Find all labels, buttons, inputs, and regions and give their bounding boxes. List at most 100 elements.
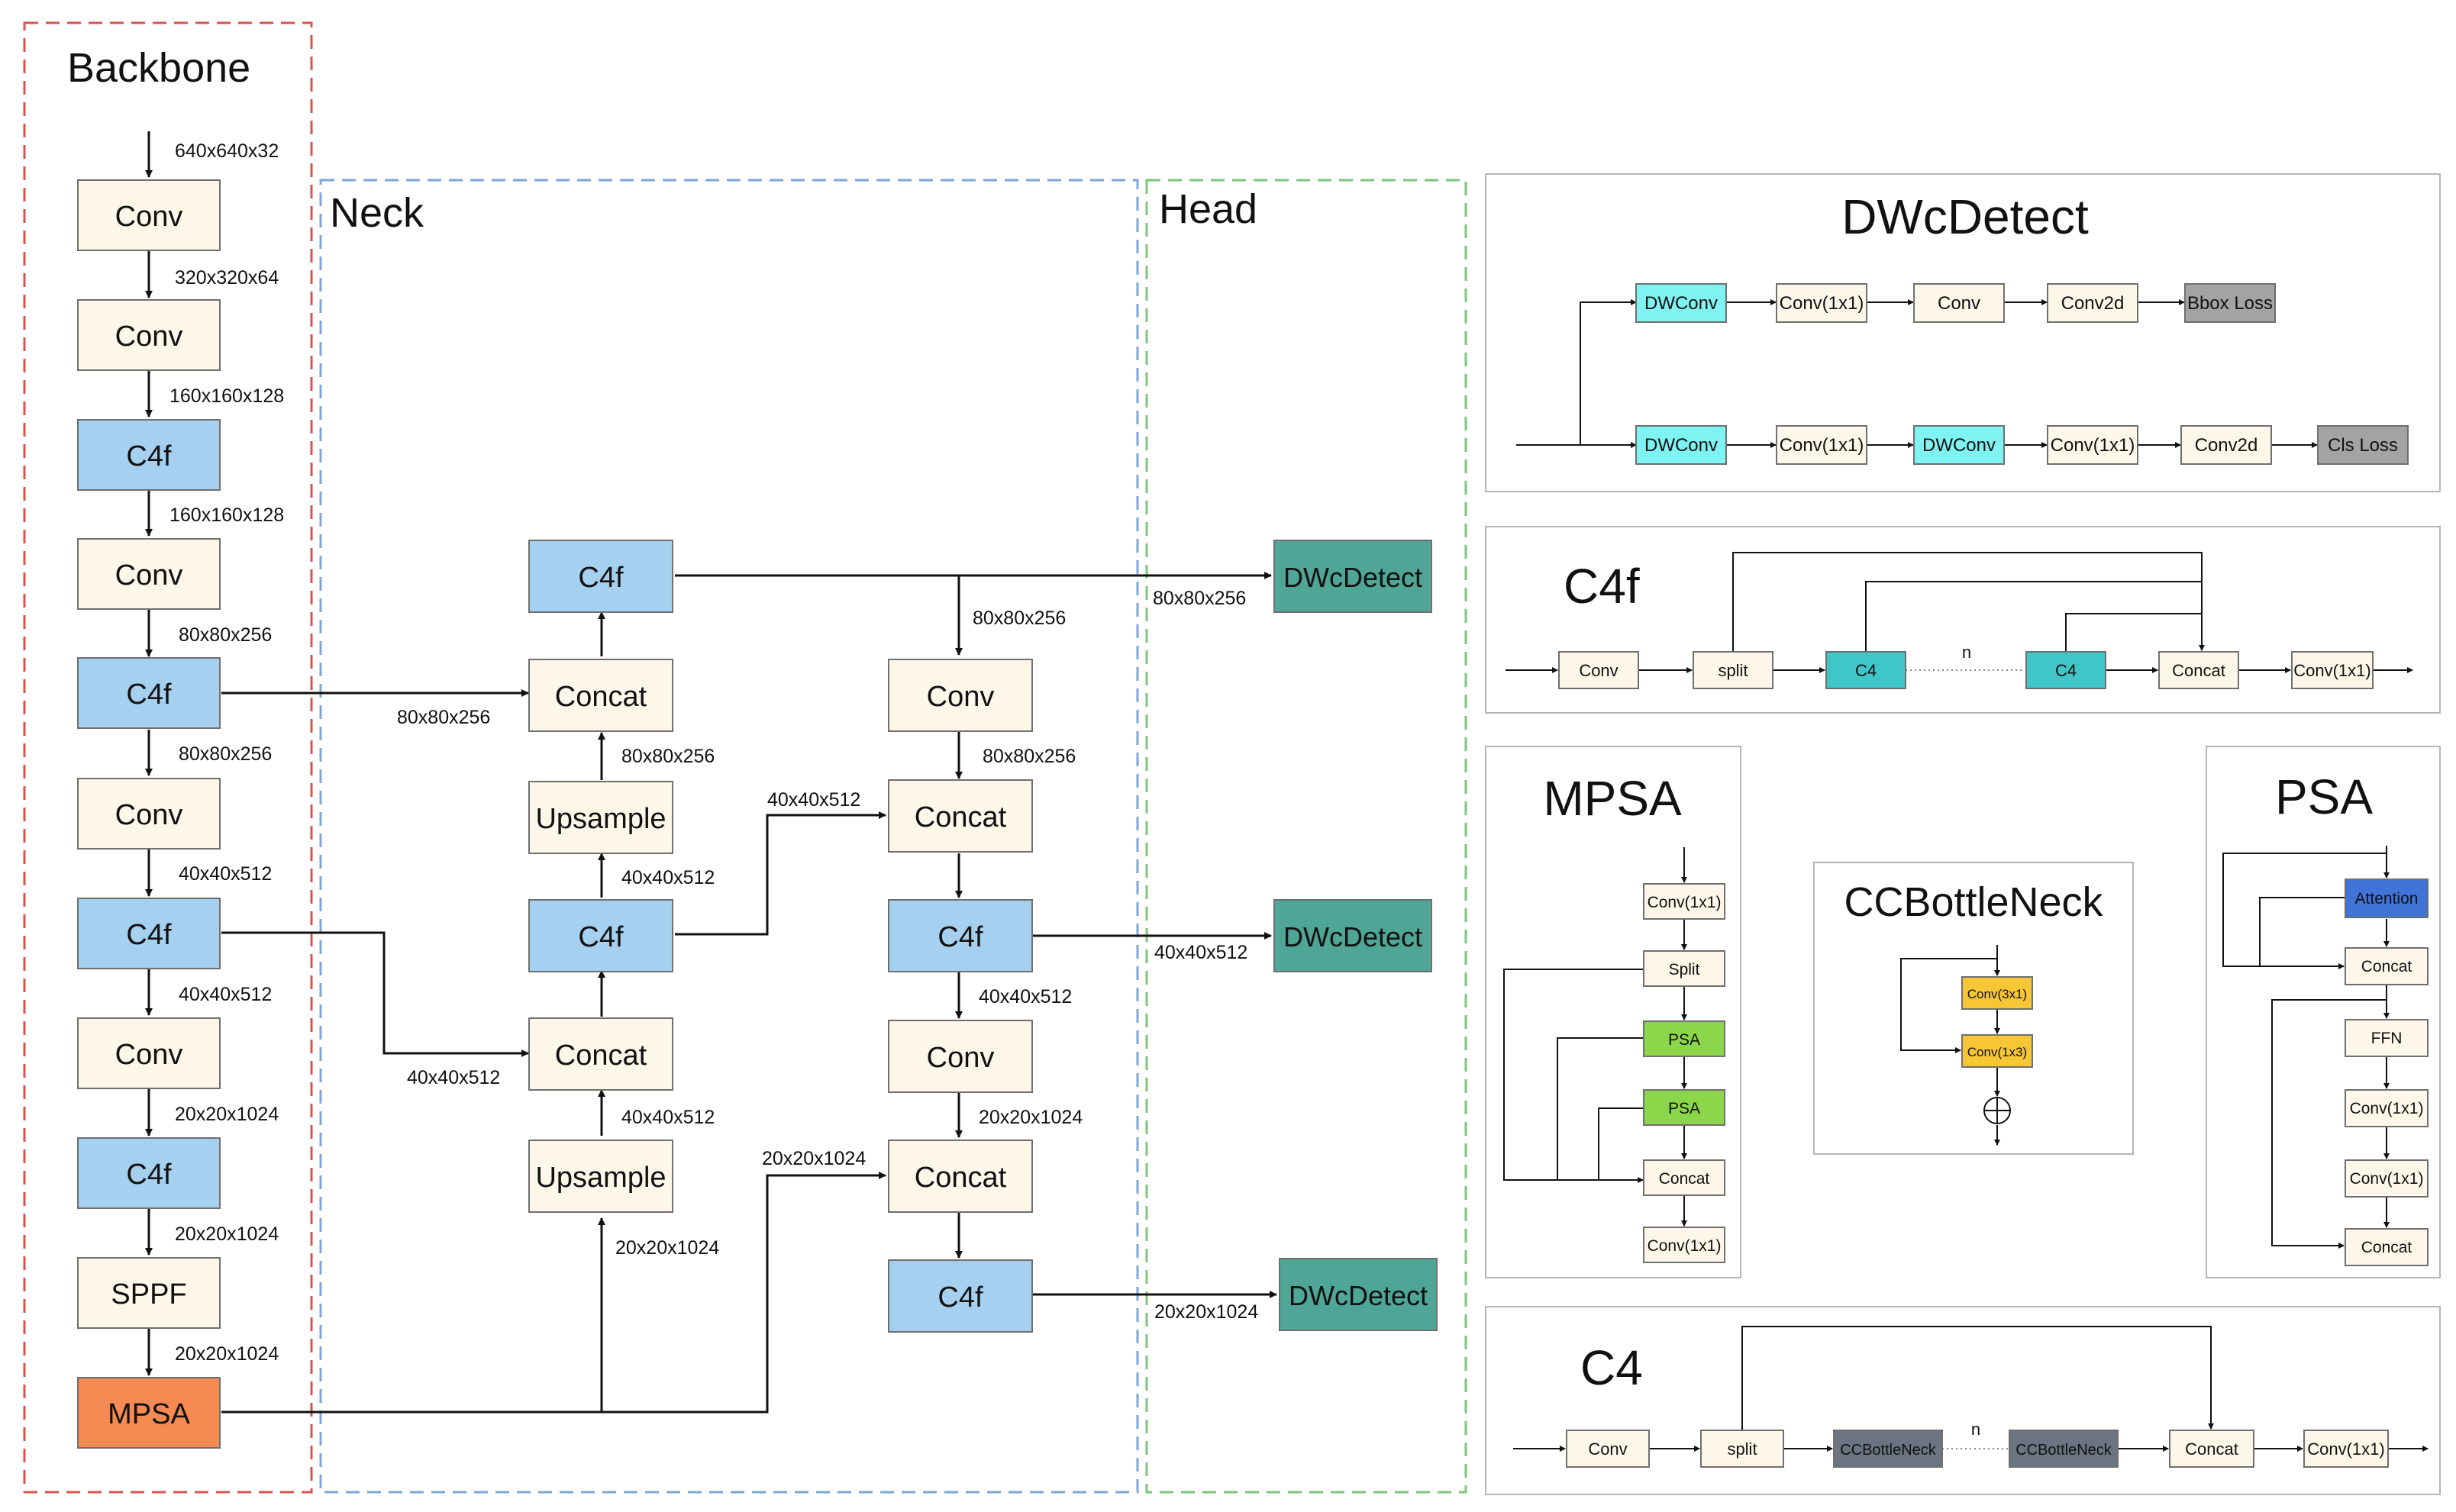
label-c4fmid-concat3: 40x40x512 (767, 789, 860, 811)
svg-text:Upsample: Upsample (535, 803, 666, 835)
svg-text:Concat: Concat (2361, 1239, 2412, 1256)
svg-text:DWConv: DWConv (1922, 435, 1996, 456)
psa-panel-ffn: FFN (2345, 1019, 2429, 1057)
label-det2: 40x40x512 (1154, 942, 1247, 963)
svg-text:Conv: Conv (115, 1039, 183, 1071)
add-icon (1983, 1097, 2011, 1124)
svg-text:Cls Loss: Cls Loss (2328, 435, 2398, 456)
dwcdetect-row1-conv1x1: Conv(1x1) (1776, 283, 1867, 323)
svg-text:Conv2d: Conv2d (2061, 293, 2125, 314)
psa-panel-conv1x1-1: Conv(1x1) (2345, 1089, 2429, 1127)
psa-panel-attention: Attention (2345, 879, 2429, 918)
label-b2: 160x160x128 (169, 385, 284, 407)
backbone-title: Backbone (67, 45, 250, 91)
svg-text:C4f: C4f (578, 921, 624, 953)
label-det1: 80x80x256 (1153, 588, 1246, 609)
backbone-c4f-2: C4f (77, 657, 221, 729)
c4-panel: C4 n Conv split CCBottleNeck CCBottleNec… (1485, 1306, 2441, 1495)
svg-text:Conv(1x1): Conv(1x1) (2293, 661, 2370, 680)
ccbottleneck-panel: CCBottleNeck Conv(3x1) Conv(1x3) (1813, 862, 2134, 1155)
neck-c4f-r1: C4f (888, 899, 1033, 972)
neck-c4f-top: C4f (528, 540, 673, 613)
c4f-panel-conv: Conv (1558, 651, 1639, 689)
svg-text:Concat: Concat (555, 681, 647, 713)
edge-labels: 640x640x32 320x320x64 160x160x128 160x16… (169, 140, 1258, 1365)
svg-text:DWConv: DWConv (1644, 435, 1718, 456)
c4-panel-conv: Conv (1566, 1430, 1650, 1468)
backbone-conv-2: Conv (77, 299, 221, 371)
svg-text:FFN: FFN (2371, 1030, 2403, 1047)
head-dwcdetect-1: DWcDetect (1273, 540, 1432, 613)
label-b8: 20x20x1024 (175, 1104, 279, 1125)
dwcdetect-cls-loss: Cls Loss (2317, 425, 2409, 465)
svg-text:DWcDetect: DWcDetect (1283, 562, 1422, 593)
label-b1: 320x320x64 (175, 267, 279, 289)
label-c4f3-concat2: 40x40x512 (407, 1067, 500, 1088)
svg-text:Conv: Conv (115, 321, 183, 353)
svg-text:Conv: Conv (115, 799, 183, 831)
label-b10: 20x20x1024 (175, 1343, 279, 1365)
label-c4f2-concat1: 80x80x256 (397, 707, 490, 728)
mpsa-panel-title: MPSA (1543, 771, 1682, 826)
mpsa-panel: MPSA Conv(1x1) Split PSA PSA Concat Conv… (1485, 746, 1741, 1278)
backbone-c4f-3: C4f (77, 898, 221, 969)
dwcdetect-row1-dwconv: DWConv (1635, 283, 1727, 323)
svg-text:PSA: PSA (1668, 1031, 1700, 1049)
svg-text:Conv(1x1): Conv(1x1) (2350, 1170, 2424, 1188)
svg-text:MPSA: MPSA (108, 1398, 190, 1430)
dwcdetect-panel-title: DWcDetect (1841, 189, 2089, 244)
svg-text:CCBottleNeck: CCBottleNeck (1840, 1442, 1937, 1459)
svg-text:C4f: C4f (126, 679, 172, 711)
neck-c4f-r2: C4f (888, 1259, 1033, 1333)
c4-panel-conv1x1: Conv(1x1) (2303, 1430, 2389, 1468)
svg-text:Conv2d: Conv2d (2195, 435, 2258, 456)
svg-text:C4f: C4f (126, 440, 172, 472)
backbone-c4f-1: C4f (77, 419, 221, 491)
ccbottleneck-panel-conv3x1: Conv(3x1) (1961, 976, 2033, 1010)
dwcdetect-row2-dwconv-2: DWConv (1913, 425, 2005, 465)
neck-title: Neck (330, 190, 424, 236)
svg-text:Attention: Attention (2355, 890, 2419, 908)
c4f-panel: C4f n Conv split C4 C4 Concat Conv(1x1) (1485, 526, 2441, 714)
label-det3: 20x20x1024 (1154, 1301, 1258, 1323)
main-edges (145, 131, 1277, 1414)
svg-text:PSA: PSA (1668, 1100, 1700, 1117)
svg-text:C4f: C4f (938, 921, 983, 953)
label-up1-concat1: 80x80x256 (621, 746, 715, 767)
c4-panel-title: C4 (1580, 1340, 1643, 1395)
label-b4: 80x80x256 (179, 624, 272, 646)
mpsa-panel-conv1x1-2: Conv(1x1) (1643, 1227, 1725, 1263)
c4-panel-ccbottleneck-1: CCBottleNeck (1833, 1430, 1943, 1468)
label-r1-conv: 40x40x512 (979, 986, 1072, 1007)
label-convb-concat4: 20x20x1024 (979, 1107, 1083, 1128)
head-dwcdetect-3: DWcDetect (1279, 1258, 1438, 1331)
neck-concat-1: Concat (528, 659, 673, 732)
backbone-conv-4: Conv (77, 778, 221, 849)
svg-text:Conv: Conv (1938, 293, 1980, 314)
neck-concat-4: Concat (888, 1140, 1033, 1213)
label-conv-concat3: 80x80x256 (983, 746, 1076, 767)
c4f-panel-c4-1: C4 (1825, 651, 1906, 689)
svg-text:Conv(1x1): Conv(1x1) (1780, 435, 1864, 456)
svg-text:Conv: Conv (115, 559, 183, 592)
edge-mpsa-concat4 (602, 1172, 886, 1414)
svg-text:Concat: Concat (2361, 958, 2412, 975)
neck-conv-b: Conv (888, 1020, 1033, 1093)
c4-panel-n: n (1971, 1420, 1980, 1439)
svg-text:C4f: C4f (126, 1159, 172, 1191)
svg-text:Conv(1x1): Conv(1x1) (1648, 1237, 1722, 1255)
svg-text:DWConv: DWConv (1644, 293, 1718, 314)
svg-text:Conv(1x1): Conv(1x1) (2307, 1439, 2384, 1459)
backbone-conv-5: Conv (77, 1017, 221, 1089)
svg-text:Conv: Conv (927, 1042, 995, 1074)
label-b6: 40x40x512 (179, 863, 272, 885)
svg-text:Concat: Concat (915, 1162, 1007, 1194)
psa-panel-title: PSA (2275, 769, 2373, 824)
svg-text:DWcDetect: DWcDetect (1283, 921, 1422, 953)
svg-text:Conv: Conv (1579, 661, 1618, 680)
edge-mpsa-upsample2 (221, 1217, 605, 1414)
svg-text:Conv: Conv (1588, 1439, 1627, 1459)
edge-c4fmid-concat3 (675, 811, 886, 936)
neck-upsample-1: Upsample (528, 781, 673, 854)
